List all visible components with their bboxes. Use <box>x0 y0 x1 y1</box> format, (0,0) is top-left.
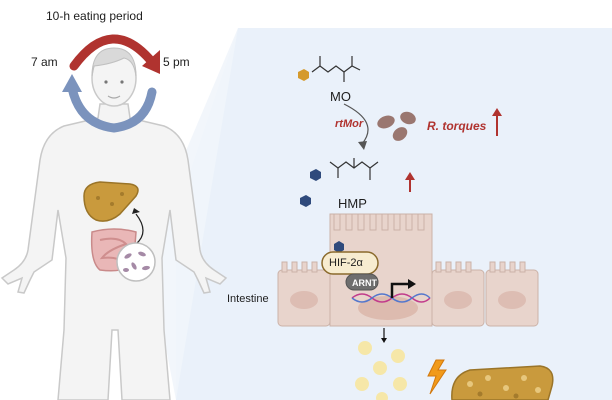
r-torques-increase-arrowhead <box>492 108 502 116</box>
eating-period-arc <box>69 34 157 71</box>
microbiome-zoom-circle <box>116 242 156 282</box>
rtmor-enzyme-label: rtMor <box>335 118 364 130</box>
intestine-label: Intestine <box>227 293 269 305</box>
r-torques-label: R. torques <box>427 119 487 133</box>
secretion-arrowhead <box>381 338 387 343</box>
gut-to-liver-arrowhead <box>132 208 140 214</box>
gut-to-liver-arrow <box>135 213 144 245</box>
arnt-label: ARNT <box>352 278 377 288</box>
intestinal-epithelium <box>277 213 539 327</box>
fasting-period-arrowhead <box>62 74 82 92</box>
hmp-increase-arrowhead <box>405 172 415 180</box>
lightning-bolt-icon <box>427 359 447 395</box>
secreted-droplets <box>355 341 407 400</box>
fatty-liver-icon <box>451 365 554 400</box>
gut-bacteria-icons <box>123 251 150 272</box>
conversion-arrow <box>343 103 369 145</box>
transcription-start-arrow <box>390 282 410 298</box>
liver-icon <box>83 181 139 222</box>
start-time-label: 7 am <box>31 55 58 69</box>
eating-period-arrowhead <box>142 50 160 74</box>
fasting-period-arc <box>67 83 157 133</box>
hif2a-label: HIF-2α <box>329 257 363 269</box>
mo-structure <box>311 56 361 82</box>
hmp-label: HMP <box>338 196 367 211</box>
arnt-protein <box>345 273 379 291</box>
hmp-hexagon-icon <box>300 195 311 207</box>
hmp-hexagon-icon <box>310 169 321 181</box>
mo-hexagon-icon <box>298 69 309 81</box>
end-time-label: 5 pm <box>163 55 190 69</box>
transcription-arrowhead <box>408 279 416 289</box>
hmp-bound-hexagon-icon <box>334 241 344 253</box>
eating-period-label: 10-h eating period <box>46 9 143 23</box>
r-torques-bacteria-icon <box>377 111 416 141</box>
hif2a-protein <box>321 251 379 275</box>
hmp-structure <box>329 158 379 180</box>
conversion-arrowhead <box>358 141 367 150</box>
mo-label: MO <box>330 89 351 104</box>
